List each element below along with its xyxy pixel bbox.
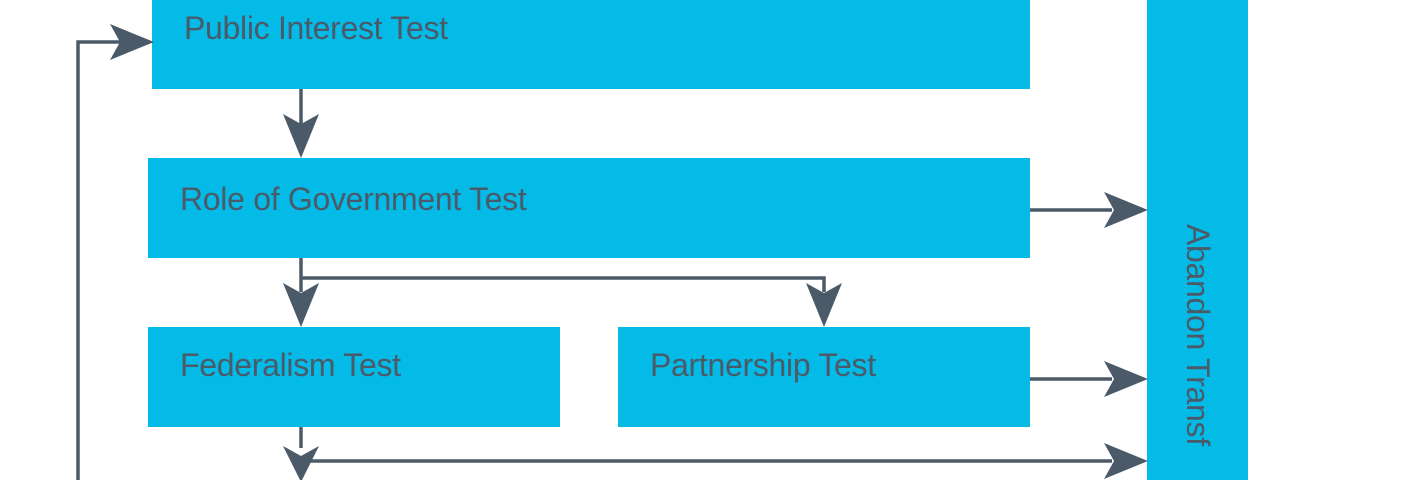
arrowhead-partnership-abandon: [1104, 361, 1148, 397]
arrowhead-role-abandon: [1104, 192, 1148, 228]
abandon-transfer-box: Abandon Transf: [1147, 0, 1248, 480]
arrowhead-feedback: [110, 24, 154, 60]
feedback-loop-connector: [76, 40, 120, 480]
partnership-test-label: Partnership Test: [650, 347, 876, 383]
abandon-transfer-label: Abandon Transf: [1180, 224, 1216, 446]
public-interest-test-label: Public Interest Test: [184, 10, 448, 46]
role-of-government-test-box: Role of Government Test: [148, 158, 1030, 258]
arrowhead-federalism-down: [283, 446, 319, 480]
role-to-partnership-connector: [301, 276, 826, 292]
arrowhead-partnership: [806, 283, 842, 327]
federalism-test-label: Federalism Test: [180, 347, 401, 383]
public-interest-test-box: Public Interest Test: [152, 0, 1030, 89]
federalism-test-box: Federalism Test: [148, 327, 560, 427]
partnership-test-box: Partnership Test: [618, 327, 1030, 427]
arrowhead-federalism-abandon: [1104, 443, 1148, 479]
arrowhead-role: [283, 114, 319, 158]
role-of-government-test-label: Role of Government Test: [180, 181, 527, 217]
arrowhead-federalism: [283, 283, 319, 327]
